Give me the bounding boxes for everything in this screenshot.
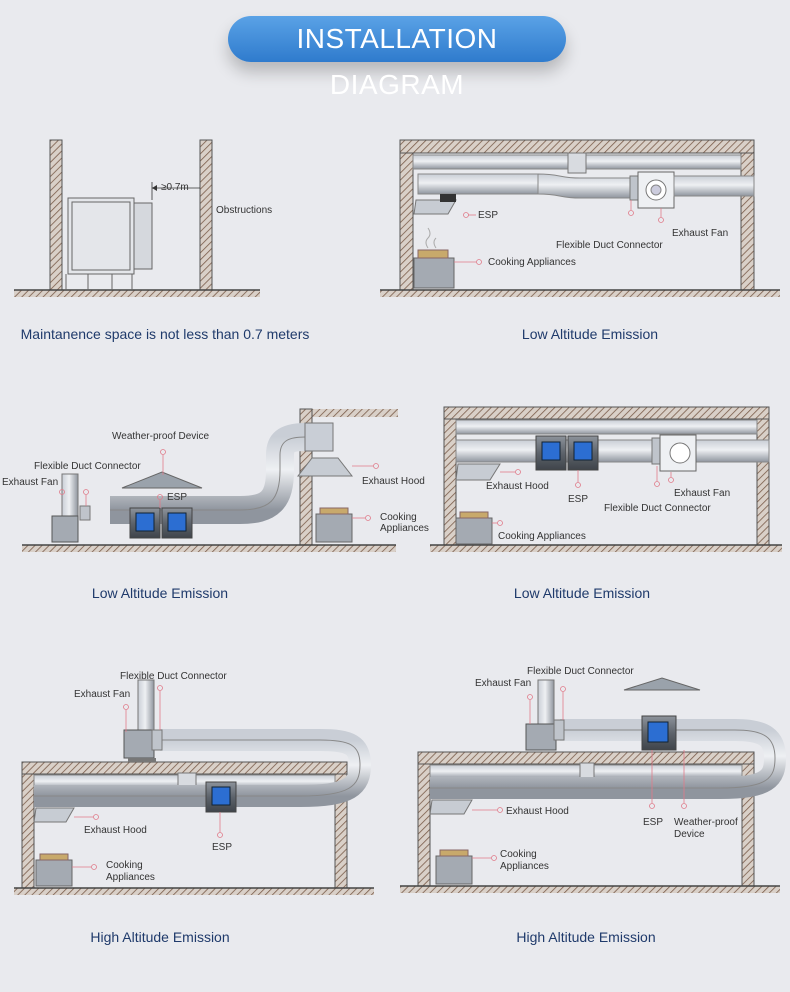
panel-maintenance xyxy=(14,139,260,297)
flexible-duct-connector-label: Flexible Duct Connector xyxy=(34,461,141,472)
dimension-label: ≥0.7m xyxy=(161,182,189,193)
panel-high-altitude-2 xyxy=(400,677,787,893)
cooking-appliances-label: Cooking Appliances xyxy=(498,531,586,542)
cooking-label: Cooking xyxy=(380,512,417,523)
exhaust-fan-label: Exhaust Fan xyxy=(2,477,59,488)
weather-proof-label: Weather-proof xyxy=(674,817,738,828)
flexible-duct-connector-label: Flexible Duct Connector xyxy=(120,671,227,682)
exhaust-fan-label: Exhaust Fan xyxy=(74,689,131,700)
appliances-label: Appliances xyxy=(380,523,429,534)
exhaust-fan-label: Exhaust Fan xyxy=(674,488,731,499)
esp-unit-outline xyxy=(65,197,153,290)
cooking-appliance xyxy=(413,227,455,289)
caption-panel-5: High Altitude Emission xyxy=(90,929,230,945)
exhaust-hood-label: Exhaust Hood xyxy=(506,806,569,817)
exhaust-hood-label: Exhaust Hood xyxy=(486,481,549,492)
obstructions-label: Obstructions xyxy=(216,205,273,216)
caption-panel-3: Low Altitude Emission xyxy=(91,585,229,601)
title-banner: INSTALLATION DIAGRAM xyxy=(228,16,566,100)
flexible-duct-connector-label: Flexible Duct Connector xyxy=(556,240,663,251)
esp-label: ESP xyxy=(643,817,664,828)
appliances-label: Appliances xyxy=(500,861,549,872)
cooking-label: Cooking xyxy=(106,860,143,871)
weather-proof-device-label: Weather-proof Device xyxy=(112,431,210,442)
flexible-duct-connector-label: Flexible Duct Connector xyxy=(604,503,711,514)
panel-low-altitude-2 xyxy=(22,408,398,552)
caption-panel-4: Low Altitude Emission xyxy=(513,585,651,601)
caption-panel-2: Low Altitude Emission xyxy=(521,326,659,342)
exhaust-hood-label: Exhaust Hood xyxy=(362,476,425,487)
exhaust-hood-label: Exhaust Hood xyxy=(84,825,147,836)
esp-label: ESP xyxy=(167,492,188,503)
cooking-appliances-label: Cooking Appliances xyxy=(488,257,576,268)
cooking-label: Cooking xyxy=(500,849,537,860)
esp-unit-5 xyxy=(205,781,237,813)
panel-high-altitude-1 xyxy=(14,679,374,895)
esp-label: ESP xyxy=(212,842,233,853)
esp-unit xyxy=(129,507,193,539)
flexible-duct-connector-label: Flexible Duct Connector xyxy=(527,666,634,677)
esp-unit-6 xyxy=(641,715,677,751)
exhaust-fan-label: Exhaust Fan xyxy=(672,228,729,239)
caption-panel-1: Maintanence space is not less than 0.7 m… xyxy=(20,326,310,342)
caption-panel-6: High Altitude Emission xyxy=(516,929,656,945)
appliances-label: Appliances xyxy=(106,872,155,883)
esp-label: ESP xyxy=(568,494,589,505)
panel-low-altitude-1 xyxy=(380,139,780,297)
exhaust-fan-label: Exhaust Fan xyxy=(475,678,532,689)
esp-unit-4 xyxy=(535,435,599,471)
device-label: Device xyxy=(674,829,705,840)
panel-low-altitude-3 xyxy=(430,406,782,552)
esp-label: ESP xyxy=(478,210,499,221)
